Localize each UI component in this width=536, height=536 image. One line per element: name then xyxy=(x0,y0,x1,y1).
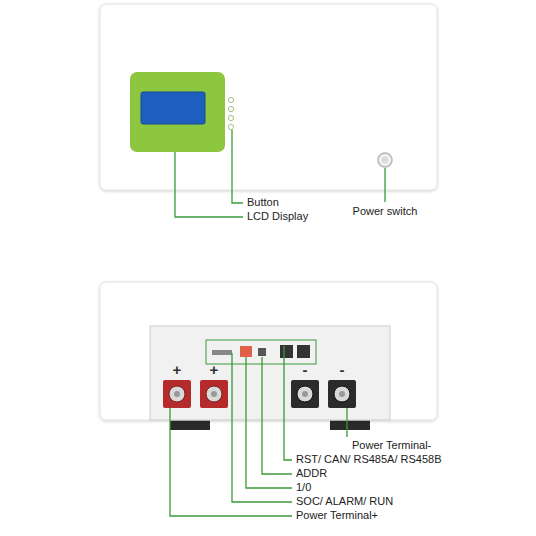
callout-label: Button xyxy=(247,196,279,209)
polarity-symbol: - xyxy=(340,361,345,379)
rj45-port xyxy=(280,345,293,358)
dip-switch xyxy=(240,346,252,357)
battery-bottom xyxy=(100,282,437,420)
callout-label: Power Terminal- xyxy=(352,439,431,452)
toggle xyxy=(258,348,266,356)
callout-label: SOC/ ALARM/ RUN xyxy=(296,495,393,508)
callout-label: LCD Display xyxy=(247,210,308,223)
polarity-symbol: + xyxy=(210,361,219,379)
polarity-symbol: - xyxy=(303,361,308,379)
power-switch xyxy=(378,153,392,167)
positive-terminal xyxy=(163,380,191,408)
callout-label: Power switch xyxy=(353,205,418,218)
green-panel xyxy=(130,72,225,152)
terminal-panel xyxy=(150,326,390,420)
positive-terminal xyxy=(200,380,228,408)
power-switch-core xyxy=(382,157,389,164)
battery-front xyxy=(100,4,437,190)
negative-terminal xyxy=(291,380,319,408)
negative-terminal xyxy=(328,380,356,408)
connector-outline xyxy=(206,340,316,364)
led-row xyxy=(212,350,232,355)
rj45-port xyxy=(297,345,310,358)
polarity-symbol: + xyxy=(173,361,182,379)
callout-label: RST/ CAN/ RS485A/ RS458B xyxy=(296,453,442,466)
callout-label: Power Terminal+ xyxy=(296,509,378,522)
callout-label: ADDR xyxy=(296,467,327,480)
lcd-screen xyxy=(141,92,205,124)
callout-label: 1/0 xyxy=(296,481,311,494)
panel-buttons xyxy=(228,97,233,129)
